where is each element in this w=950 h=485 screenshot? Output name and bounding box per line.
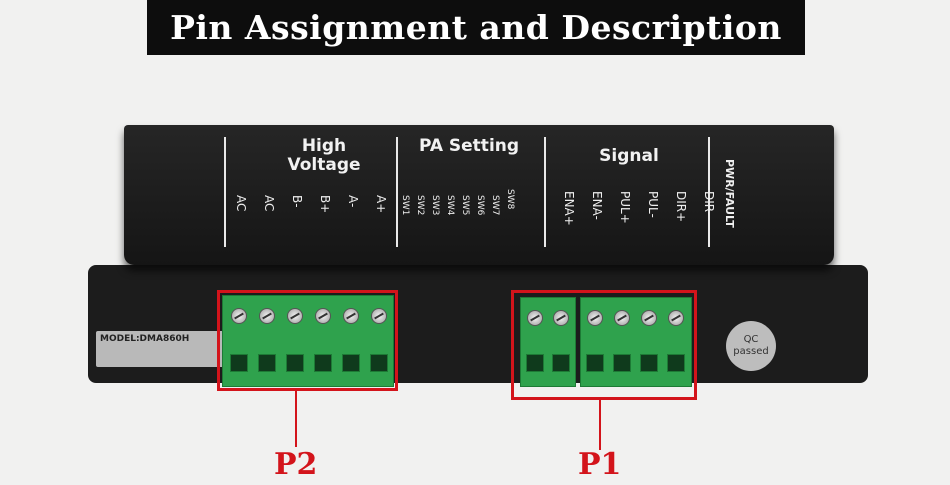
p1-label: P1 [578,447,622,482]
wire-hole [286,354,304,372]
terminal-screw [527,310,543,326]
terminal-screw [343,308,359,324]
wire-hole [370,354,388,372]
qc-passed-text: passed [733,346,769,357]
wire-hole [258,354,276,372]
model-plate: MODEL:DMA860H [96,331,236,367]
group-label-high-voltage: High Voltage [287,136,361,175]
qc-sticker: QC passed [726,321,776,371]
qc-text: QC [743,334,759,345]
separator-line [708,137,710,247]
pin-label: ENA- [590,191,604,220]
pin-label: AC [262,195,276,212]
driver-top-plate: High Voltage PA Setting Signal PWR/FAULT… [124,125,834,265]
terminal-block-p1-signal [580,297,692,387]
terminal-screw [641,310,657,326]
switch-label: SW7 [490,195,500,216]
separator-line [544,137,546,247]
separator-line [396,137,398,247]
terminal-screw [587,310,603,326]
pin-label: B- [290,195,304,208]
p1-highlight-box [511,290,697,400]
p2-leader-line [295,391,297,447]
terminal-screw [553,310,569,326]
pin-label: PUL- [646,191,660,218]
page-title: Pin Assignment and Description [147,0,805,55]
wire-hole [526,354,544,372]
switch-label: SW3 [430,195,440,216]
wire-hole [613,354,631,372]
switch-label: SW2 [415,195,425,216]
switch-label: SW1 [400,195,410,216]
pin-label: ENA+ [562,191,576,226]
wire-hole [342,354,360,372]
p1-leader-line [599,400,601,450]
separator-line [224,137,226,247]
wire-hole [586,354,604,372]
terminal-screw [668,310,684,326]
pin-label: PUL+ [618,191,632,224]
group-label-signal: Signal [599,146,659,166]
wire-hole [667,354,685,372]
pin-label: B+ [318,195,332,214]
model-text: MODEL:DMA860H [100,334,190,344]
switch-label: SW5 [460,195,470,216]
group-label-pa-setting: PA Setting [418,136,520,156]
switch-label: SW6 [475,195,485,216]
pin-label: A- [346,195,360,208]
switch-label: SW8 [505,189,515,210]
pin-label: AC [234,195,248,212]
pin-label: DIR- [702,191,716,216]
p2-highlight-box [217,290,398,391]
terminal-screw [315,308,331,324]
stepper-driver-photo: High Voltage PA Setting Signal PWR/FAULT… [88,125,868,390]
terminal-screw [614,310,630,326]
wire-hole [314,354,332,372]
switch-label: SW4 [445,195,455,216]
terminal-block-p2 [222,295,394,387]
terminal-screw [371,308,387,324]
terminal-screw [259,308,275,324]
p2-label: P2 [274,447,318,482]
terminal-screw [287,308,303,324]
terminal-screw [231,308,247,324]
pin-label: DIR+ [674,191,688,223]
wire-hole [552,354,570,372]
pin-label: A+ [374,195,388,214]
terminal-block-p1-enable [520,297,576,387]
group-label-pwr-fault: PWR/FAULT [723,159,736,228]
wire-hole [640,354,658,372]
wire-hole [230,354,248,372]
